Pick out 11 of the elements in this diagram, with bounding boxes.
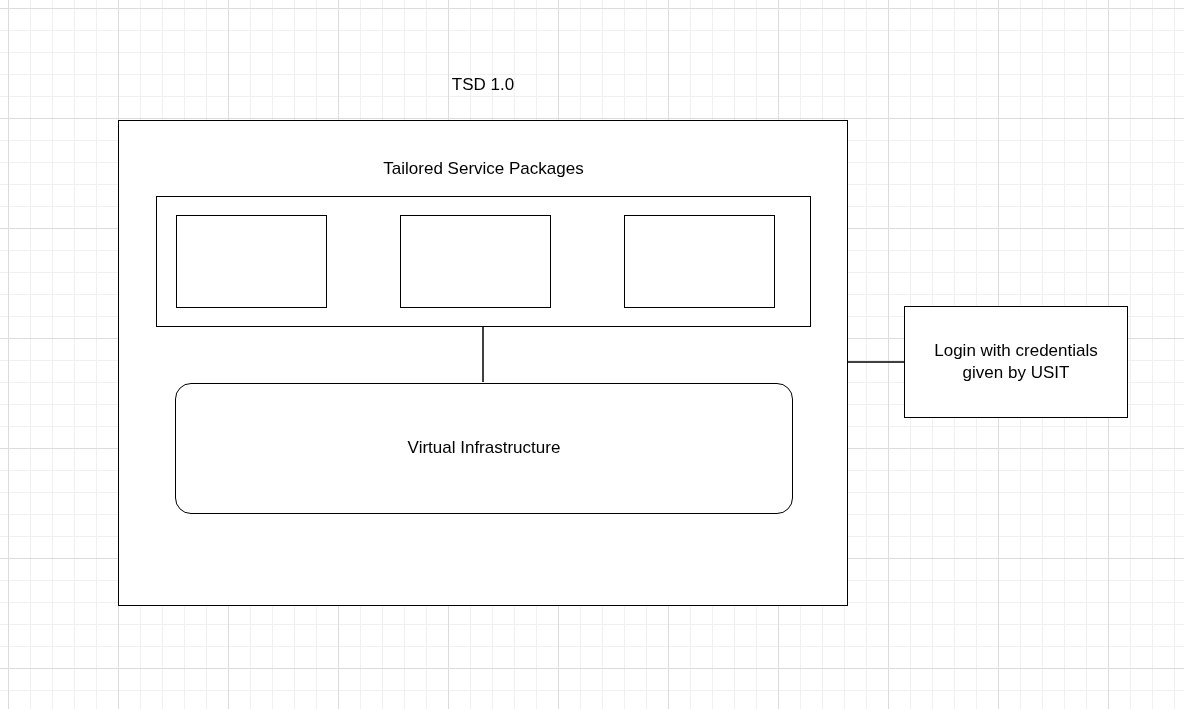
empty-box: [176, 215, 327, 308]
process-box: [904, 306, 1128, 418]
box-text: Virtual Infrastructure: [406, 437, 562, 460]
empty-box: [624, 215, 775, 308]
connector-line: [847, 361, 905, 363]
box-heading: TSD 1.0: [450, 75, 516, 95]
rounded-box: [175, 383, 793, 514]
connector-line: [482, 325, 484, 383]
box-heading: Tailored Service Packages: [382, 159, 585, 179]
empty-box: [400, 215, 551, 308]
box-text: Login with credentials given by USIT: [933, 339, 1099, 384]
